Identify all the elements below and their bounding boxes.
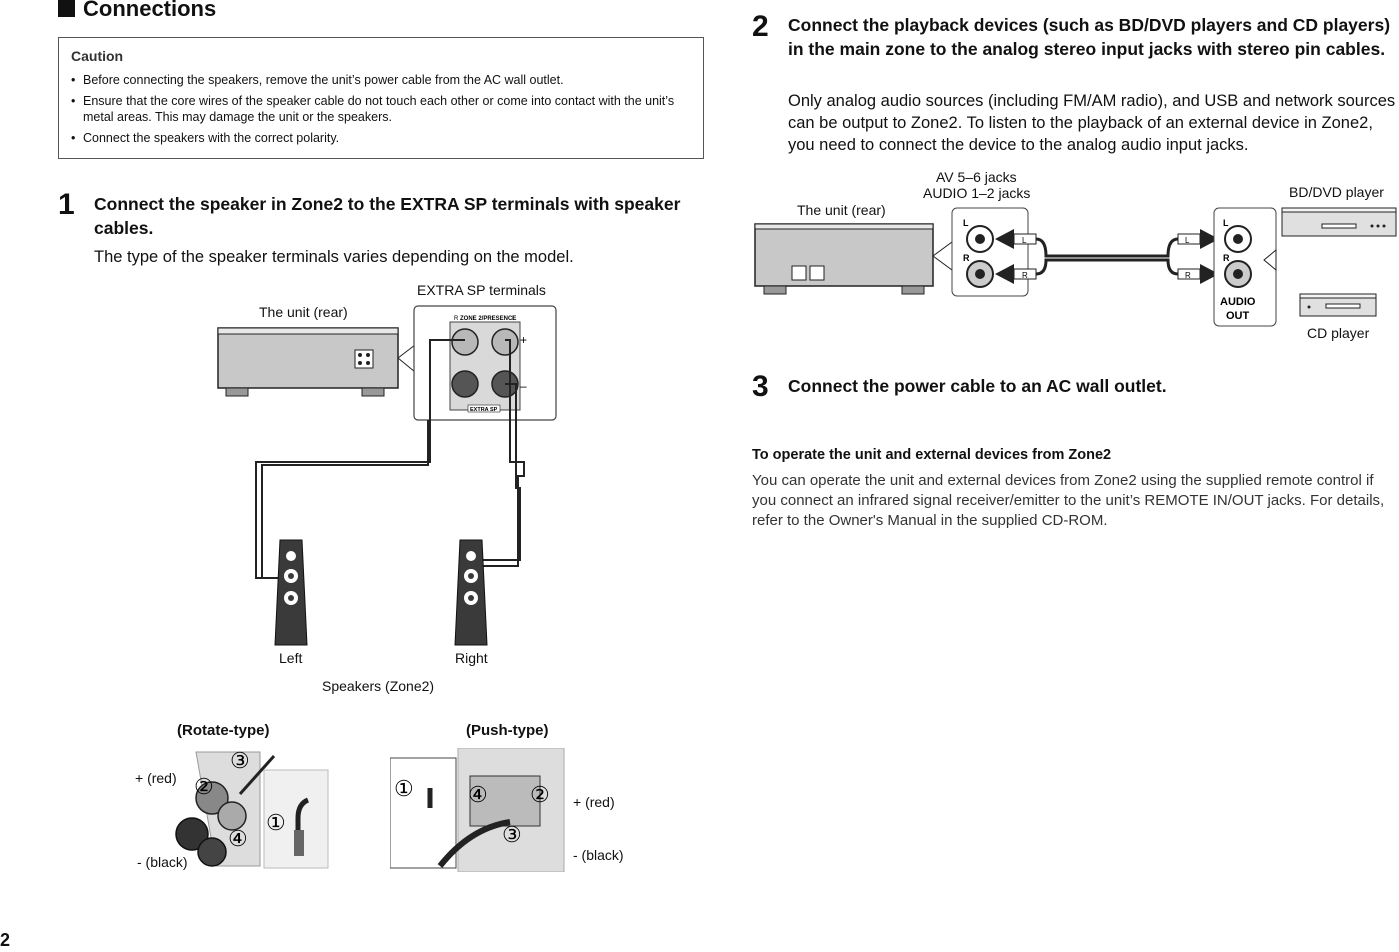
unit-rear-label: The unit (rear): [259, 304, 348, 320]
bd-player-label: BD/DVD player: [1289, 184, 1384, 200]
right-speaker: [454, 539, 488, 646]
push-black-label: - (black): [573, 847, 624, 863]
section-title-text: Connections: [83, 0, 217, 21]
caution-item: Connect the speakers with the correct po…: [71, 130, 691, 146]
step2-text: Only analog audio sources (including FM/…: [788, 92, 1396, 154]
out-r-label: R: [1223, 253, 1230, 263]
circled-1: ①: [266, 810, 286, 835]
panel-l-label: L: [512, 316, 516, 322]
cd-player-label: CD player: [1307, 325, 1370, 341]
push-red-label: + (red): [573, 794, 615, 810]
caution-title: Caution: [71, 48, 124, 64]
cd-player: [1299, 293, 1377, 317]
step3-heading: Connect the power cable to an AC wall ou…: [788, 376, 1167, 396]
audio-out-panel: L R AUDIO OUT: [1213, 207, 1277, 327]
rotate-red-label: + (red): [135, 770, 177, 786]
push-type-illustration: ① ② ③ ④: [390, 748, 565, 872]
in-r-label: R: [963, 253, 970, 263]
circled-4: ④: [228, 826, 248, 851]
speaker-connection-diagram: ZONE 2/PRESENCE R L EXTRA SP + –: [217, 305, 557, 646]
zone2-heading: To operate the unit and external devices…: [752, 447, 1112, 463]
unit-box: [217, 327, 399, 397]
left-speaker: [274, 539, 308, 646]
audio-out-label-1: AUDIO: [1220, 296, 1256, 308]
minus-label: –: [520, 379, 527, 393]
left-label: Left: [279, 650, 303, 666]
zone2-text: You can operate the unit and external de…: [752, 472, 1385, 529]
out-l-label: L: [1223, 218, 1229, 228]
rotate-type-illustration: ③ ② ④ ①: [175, 748, 329, 869]
caution-item: Before connecting the speakers, remove t…: [71, 72, 691, 88]
caution-list: Before connecting the speakers, remove t…: [71, 72, 691, 151]
push-circled-4: ④: [468, 782, 488, 807]
plus-label: +: [520, 333, 527, 347]
jacks-label-1: AV 5–6 jacks: [936, 169, 1017, 185]
caution-item: Ensure that the core wires of the speake…: [71, 93, 691, 125]
input-jack-panel: L R: [951, 207, 1029, 297]
step3-number: 3: [752, 370, 769, 403]
circled-3: ③: [230, 748, 250, 773]
step1-text: The type of the speaker terminals varies…: [94, 248, 574, 266]
step1-heading: Connect the speaker in Zone2 to the EXTR…: [94, 194, 681, 238]
plug-l-right: L: [1185, 236, 1190, 245]
push-circled-2: ②: [530, 782, 550, 807]
caution-box: Caution Before connecting the speakers, …: [58, 37, 704, 159]
step2-number: 2: [752, 10, 769, 43]
step1-number: 1: [58, 188, 75, 221]
page-number: 2: [0, 930, 11, 950]
circled-2: ②: [194, 774, 214, 799]
plug-r-right: R: [1185, 271, 1191, 280]
playback-connection-diagram: L R L R L R L R AUDIO OUT: [754, 207, 1397, 327]
right-label: Right: [455, 650, 488, 666]
plug-r-left: R: [1022, 271, 1028, 280]
in-l-label: L: [963, 218, 969, 228]
push-circled-1: ①: [394, 776, 414, 801]
plug-l-left: L: [1022, 236, 1027, 245]
unit-box-2: [754, 223, 934, 295]
extra-sp-panel: ZONE 2/PRESENCE R L EXTRA SP + –: [413, 305, 557, 421]
bd-dvd-player: [1281, 207, 1397, 237]
panel-r-label: R: [454, 316, 459, 322]
panel-bottom-label: EXTRA SP: [470, 407, 498, 413]
square-bullet-icon: [58, 0, 75, 17]
panel-top-label: ZONE 2/PRESENCE: [460, 316, 516, 322]
extra-sp-terminals-label: EXTRA SP terminals: [417, 282, 546, 298]
rotate-black-label: - (black): [137, 854, 188, 870]
push-type-title: (Push-type): [466, 722, 549, 739]
jacks-label-2: AUDIO 1–2 jacks: [923, 185, 1031, 201]
section-title: Connections: [58, 0, 216, 22]
unit-rear-label-2: The unit (rear): [797, 202, 886, 218]
rotate-type-title: (Rotate-type): [177, 722, 270, 739]
push-circled-3: ③: [502, 822, 522, 847]
step2-heading: Connect the playback devices (such as BD…: [788, 15, 1391, 59]
audio-out-label-2: OUT: [1226, 310, 1250, 322]
speakers-zone2-label: Speakers (Zone2): [322, 678, 435, 694]
